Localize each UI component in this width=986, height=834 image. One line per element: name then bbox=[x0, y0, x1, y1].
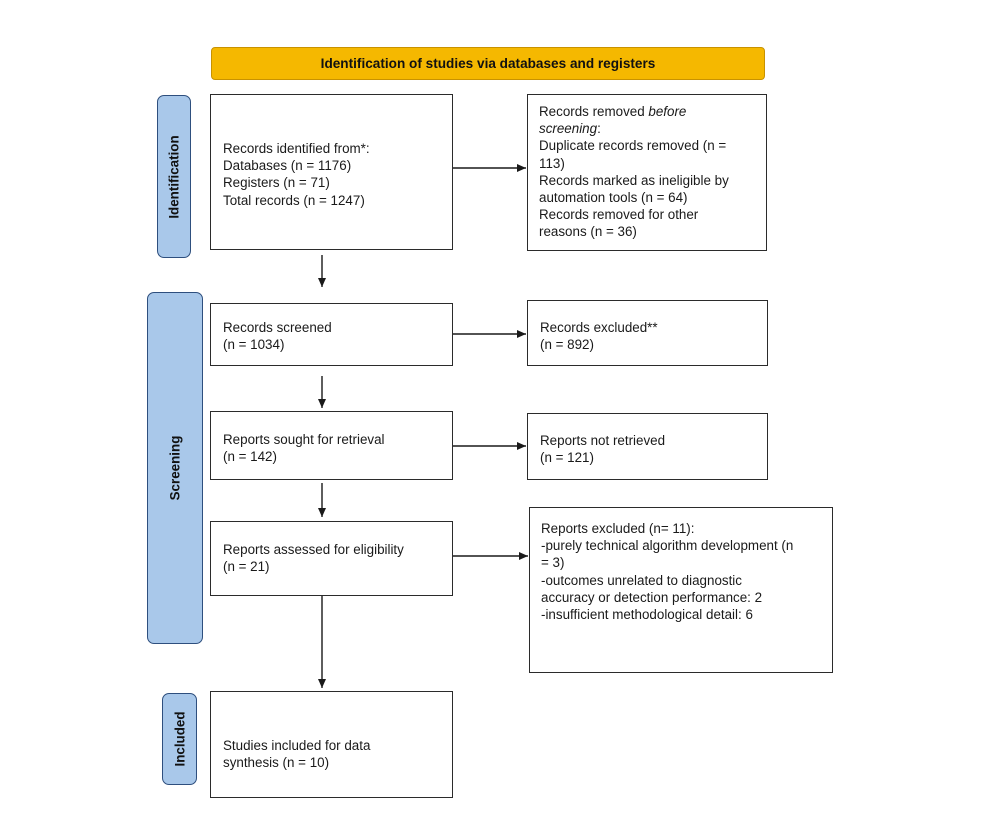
reports-assessed-label: Reports assessed for eligibility bbox=[223, 542, 404, 557]
records-removed-box: Records removed before screening: Duplic… bbox=[527, 94, 767, 251]
exclusion-reason-technical: -purely technical algorithm development … bbox=[541, 538, 794, 554]
records-removed-heading-1: Records removed before bbox=[539, 103, 758, 120]
other-reasons-count: reasons (n = 36) bbox=[539, 224, 637, 240]
reports-assessed-count: (n = 21) bbox=[223, 559, 270, 575]
records-excluded-count: (n = 892) bbox=[540, 337, 594, 353]
reports-sought-count: (n = 142) bbox=[223, 449, 277, 465]
exclusion-reason-methodology: -insufficient methodological detail: 6 bbox=[541, 607, 753, 623]
databases-count: Databases (n = 1176) bbox=[223, 158, 352, 174]
registers-count: Registers (n = 71) bbox=[223, 175, 330, 191]
records-identified-box: Records identified from*: Databases (n =… bbox=[210, 94, 453, 250]
studies-included-count: synthesis (n = 10) bbox=[223, 755, 330, 771]
records-removed-italic-before: before bbox=[648, 104, 687, 119]
other-reasons-line: Records removed for other bbox=[539, 207, 699, 223]
records-identified-line: Records identified from*: bbox=[223, 141, 370, 156]
records-removed-italic-screening: screening bbox=[539, 121, 598, 137]
reports-not-retrieved-box: Reports not retrieved (n = 121) bbox=[527, 413, 768, 480]
records-removed-colon: : bbox=[597, 121, 601, 137]
reports-excluded-box: Reports excluded (n= 11): -purely techni… bbox=[529, 507, 833, 673]
stage-screening: Screening bbox=[147, 292, 203, 644]
reports-sought-box: Reports sought for retrieval (n = 142) bbox=[210, 411, 453, 480]
records-screened-count: (n = 1034) bbox=[223, 337, 285, 353]
studies-included-label: Studies included for data bbox=[223, 738, 371, 753]
automation-tools-count: automation tools (n = 64) bbox=[539, 190, 688, 206]
records-excluded-label: Records excluded** bbox=[540, 320, 658, 335]
records-excluded-box: Records excluded** (n = 892) bbox=[527, 300, 768, 366]
ineligible-records-line: Records marked as ineligible by bbox=[539, 172, 729, 188]
stage-identification: Identification bbox=[157, 95, 191, 258]
records-removed-heading-2: screening: bbox=[539, 120, 758, 137]
reports-not-retrieved-label: Reports not retrieved bbox=[540, 433, 666, 448]
records-screened-label: Records screened bbox=[223, 320, 332, 335]
reports-sought-label: Reports sought for retrieval bbox=[223, 432, 385, 447]
reports-not-retrieved-count: (n = 121) bbox=[540, 450, 594, 466]
records-removed-prefix: Records removed bbox=[539, 104, 649, 119]
records-screened-box: Records screened (n = 1034) bbox=[210, 303, 453, 366]
total-records-count: Total records (n = 1247) bbox=[223, 192, 365, 208]
reports-assessed-box: Reports assessed for eligibility (n = 21… bbox=[210, 521, 453, 596]
header-title: Identification of studies via databases … bbox=[320, 56, 656, 71]
exclusion-reason-outcomes-count: accuracy or detection performance: 2 bbox=[541, 589, 763, 605]
reports-excluded-heading: Reports excluded (n= 11): bbox=[541, 521, 695, 536]
duplicate-records-count: 113) bbox=[539, 155, 565, 171]
exclusion-reason-technical-count: = 3) bbox=[541, 555, 565, 571]
exclusion-reason-outcomes: -outcomes unrelated to diagnostic bbox=[541, 572, 742, 588]
stage-included: Included bbox=[162, 693, 197, 785]
studies-included-box: Studies included for data synthesis (n =… bbox=[210, 691, 453, 798]
identification-header: Identification of studies via databases … bbox=[211, 47, 765, 80]
duplicate-records-line: Duplicate records removed (n = bbox=[539, 138, 727, 154]
